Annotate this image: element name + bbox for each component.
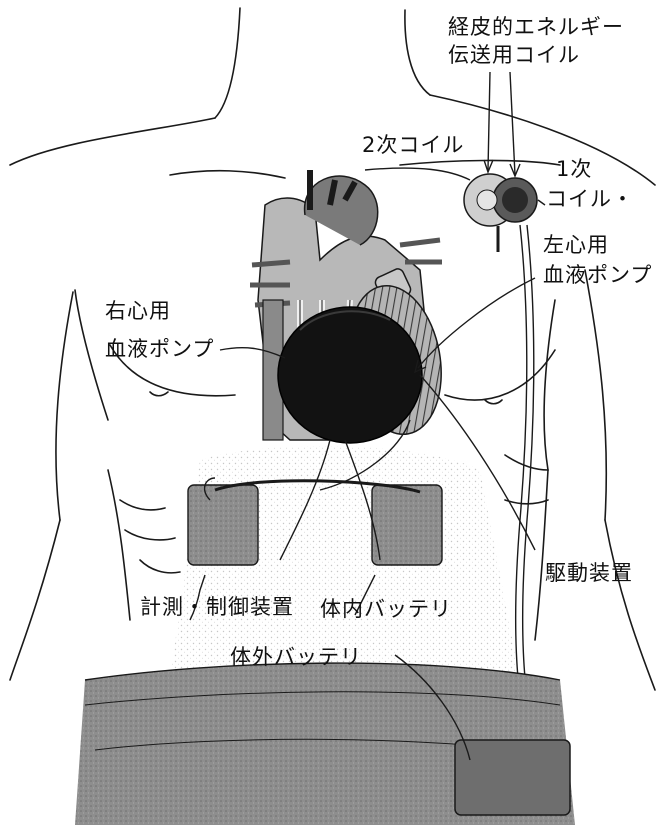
tet-coil-label-line1: 経皮的エネルギー: [448, 14, 624, 40]
drive-unit-label: 駆動装置: [545, 560, 633, 586]
controller-device: [188, 485, 258, 565]
heart-assembly: [250, 170, 452, 443]
controller-label: 計測・制御装置: [140, 594, 294, 620]
primary-coil-label-line1: 1次: [556, 156, 592, 182]
right-pump-label-line1: 右心用: [105, 298, 171, 324]
tet-coil-label-line2: 伝送用コイル: [448, 42, 580, 68]
right-pump-label-line2: 血液ポンプ: [105, 336, 214, 362]
external-battery-pack: [455, 740, 570, 815]
left-pump-label-line1: 左心用: [543, 232, 609, 258]
primary-coil-label-line2: コイル・: [546, 186, 634, 212]
external-battery-belt: [75, 663, 575, 825]
internal-battery-label: 体内バッテリ: [320, 596, 452, 622]
internal-battery-device: [372, 485, 442, 565]
secondary-coil-label: 2次コイル: [362, 132, 464, 158]
left-pump-label-line2: 血液ポンプ: [543, 262, 652, 288]
external-battery-label: 体外バッテリ: [230, 644, 362, 670]
